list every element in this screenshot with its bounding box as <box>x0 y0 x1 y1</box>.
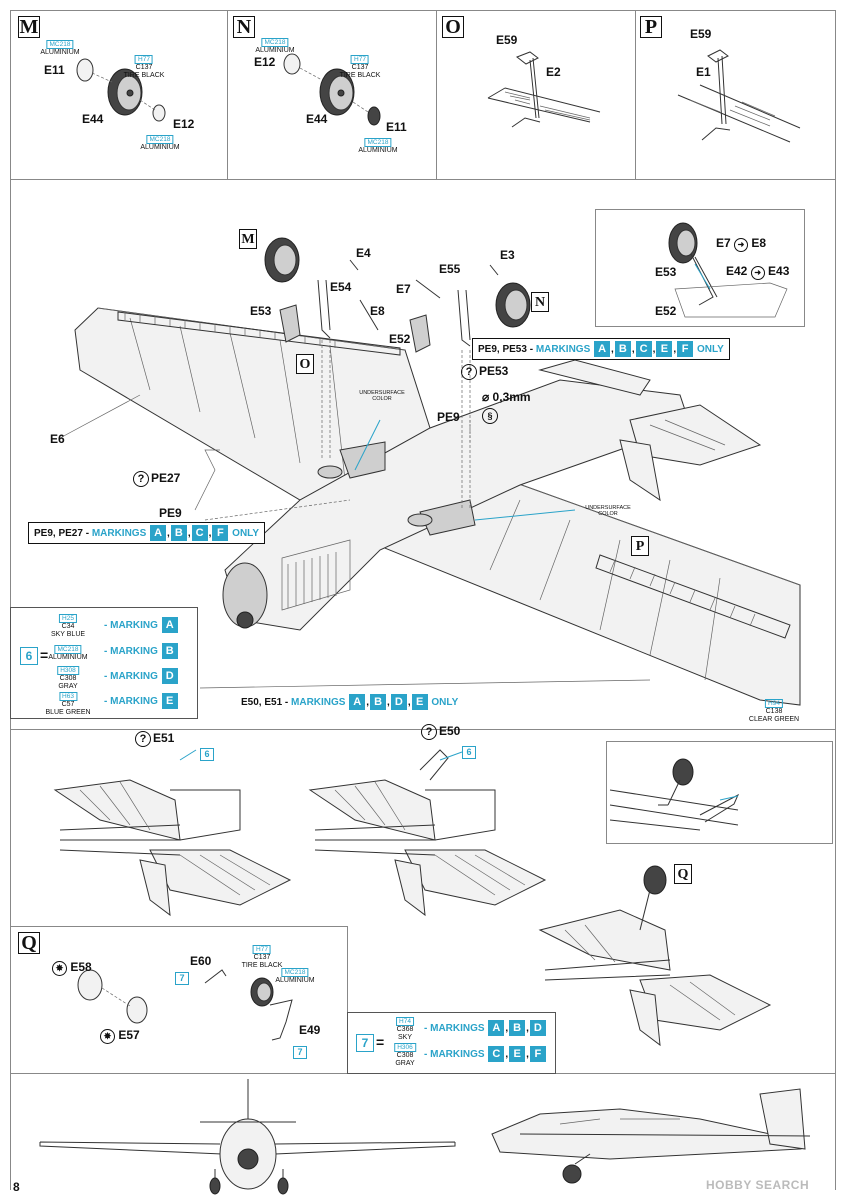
inset-part-e7: E7 ➜ E8 <box>716 236 767 252</box>
main-part-e4: E4 <box>356 246 371 260</box>
undersurface-label-1: UNDERSURFACE COLOR <box>359 390 405 402</box>
main-part-e52: E52 <box>389 332 411 346</box>
q-ref-7-b: 7 <box>293 1046 307 1059</box>
tail-part-e50: ?E50 <box>421 724 460 740</box>
legend6-row-1: - MARKING B <box>104 643 179 659</box>
main-diameter: ⌀ 0,3mm <box>482 390 531 404</box>
gear-detail-drawing <box>668 222 788 318</box>
main-part-pe27: ?PE27 <box>133 471 180 487</box>
top-drawings <box>76 49 801 143</box>
q-part-e58: ✸ E58 <box>52 960 92 976</box>
step-p-panel <box>635 10 836 180</box>
tail-ref-6-b: 6 <box>462 746 476 759</box>
m-part-e12: E12 <box>173 117 195 131</box>
drill-icon: § <box>482 408 498 424</box>
legend7-row-0: - MARKINGS A,B,D <box>424 1020 547 1036</box>
legend7-row-1: - MARKINGS C,E,F <box>424 1046 547 1062</box>
inset-part-e52: E52 <box>655 304 677 318</box>
aircraft-main-drawing <box>59 237 801 706</box>
question-icon: ? <box>461 364 477 380</box>
step-q-panel <box>10 926 348 1074</box>
tail-ref-6-a: 6 <box>200 748 214 761</box>
legend6-row-0: - MARKING A <box>104 617 179 633</box>
tail-drawings <box>53 749 772 1047</box>
question-icon: ? <box>421 724 437 740</box>
main-part-e54: E54 <box>330 280 352 294</box>
legend-6-eq: = <box>40 647 49 663</box>
legend6-row-2: - MARKING D <box>104 668 179 684</box>
main-part-e6: E6 <box>50 432 65 446</box>
main-part-pe53: ?PE53 <box>461 364 508 380</box>
step-o-letter: O <box>442 16 464 38</box>
p-part-e59: E59 <box>690 27 712 41</box>
main-part-pe9-left: PE9 <box>159 506 182 520</box>
step-m-letter: M <box>18 16 40 38</box>
legend-7-eq: = <box>376 1034 385 1050</box>
q-part-e60: E60 <box>190 954 212 968</box>
step-p-letter: P <box>640 16 662 38</box>
o-part-e59: E59 <box>496 33 518 47</box>
gear-detail-inset <box>595 209 805 327</box>
question-icon: ? <box>135 731 151 747</box>
legend6-row-3: - MARKING E <box>104 693 179 709</box>
tail-part-e51: ?E51 <box>135 731 174 747</box>
m-part-e11: E11 <box>44 63 65 77</box>
undersurface-label-2: UNDERSURFACE COLOR <box>585 505 631 517</box>
star-icon: ✸ <box>52 961 67 976</box>
q-part-e49: E49 <box>299 1023 321 1037</box>
main-part-e8: E8 <box>370 304 385 318</box>
main-part-e55: E55 <box>439 262 461 276</box>
legend-6-number: 6 <box>20 647 38 665</box>
inset-part-e53: E53 <box>655 265 677 279</box>
o-part-e2: E2 <box>546 65 561 79</box>
page-number: 8 <box>13 1180 20 1194</box>
tail-inset <box>606 741 833 844</box>
note-pe9-pe27: PE9, PE27 - MARKINGS A,B,C,F ONLY <box>28 522 266 544</box>
note-pe9-pe53: PE9, PE53 - MARKINGS A,B,C,E,F ONLY <box>472 338 730 360</box>
step-n-letter: N <box>233 16 255 38</box>
tail-step-q-ref: Q <box>674 864 692 884</box>
n-part-e12: E12 <box>254 55 276 69</box>
inset-part-e42: E42 ➜ E43 <box>726 264 790 280</box>
m-part-e44: E44 <box>82 112 104 126</box>
main-step-o-ref: O <box>296 354 314 374</box>
step-q-letter: Q <box>18 932 40 954</box>
p-part-e1: E1 <box>696 65 711 79</box>
q-ref-7-a: 7 <box>175 972 189 985</box>
main-step-n-ref: N <box>531 292 549 312</box>
main-part-e53: E53 <box>250 304 272 318</box>
note-e50-e51: E50, E51 - MARKINGS A,B,D,E ONLY <box>236 692 464 712</box>
question-icon: ? <box>133 471 149 487</box>
main-part-e7: E7 <box>396 282 411 296</box>
watermark: HOBBY SEARCH <box>706 1178 810 1192</box>
n-part-e11: E11 <box>386 120 407 134</box>
q-part-e57: ✸ E57 <box>100 1028 140 1044</box>
legend-7-number: 7 <box>356 1034 374 1052</box>
main-step-m-ref: M <box>239 229 257 249</box>
main-step-p-ref: P <box>631 536 649 556</box>
aircraft-views <box>39 1079 811 1195</box>
main-part-e3: E3 <box>500 248 515 262</box>
star-icon: ✸ <box>100 1029 115 1044</box>
n-part-e44: E44 <box>306 112 328 126</box>
main-part-pe9-right: PE9 <box>437 410 460 424</box>
